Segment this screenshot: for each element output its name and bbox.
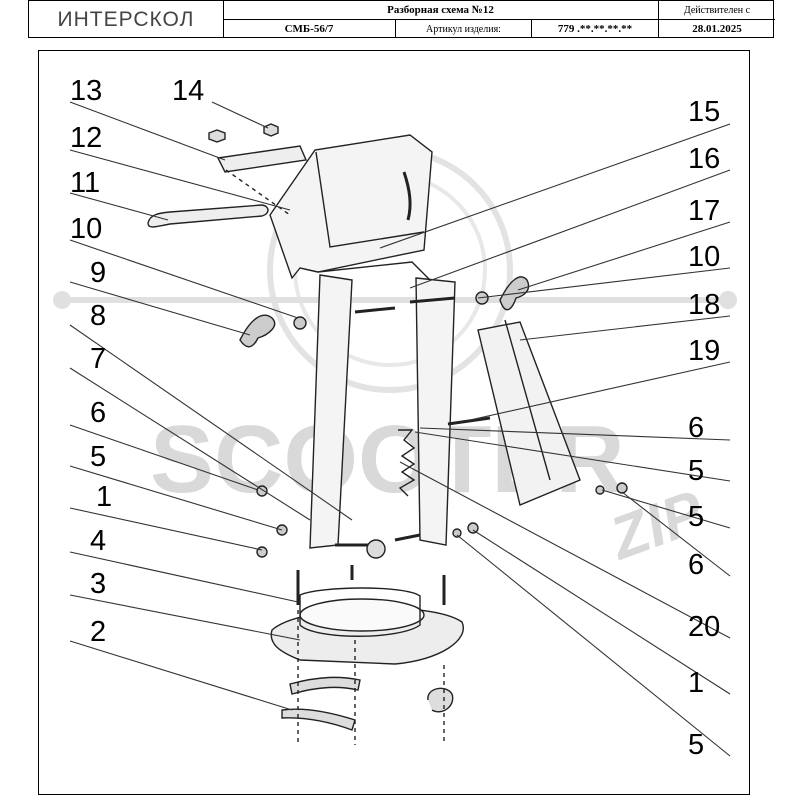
callout-9: 9 [90,257,106,289]
model-name: СМБ-56/7 [223,20,396,38]
callout-17: 17 [688,195,720,227]
pin-center [366,539,386,559]
brand-name: ИНТЕРСКОЛ [57,7,195,31]
callout-18: 18 [688,289,720,321]
callout-15: 15 [688,96,720,128]
callout-14: 14 [172,75,204,107]
callout-20: 20 [688,611,720,643]
bolt-lower-right [394,533,421,542]
bolt-mid-left [354,306,396,314]
callout-6-right-a: 6 [688,412,704,444]
callout-12: 12 [70,122,102,154]
diagram-frame [38,50,750,795]
knob-9 [239,314,276,348]
callout-6-left: 6 [90,397,106,429]
callout-1-right: 1 [688,667,704,699]
bolt-mid-right [409,296,456,304]
callout-2: 2 [90,616,106,648]
right-plate [415,277,456,546]
nut-14b [263,123,279,137]
callout-5-right-a: 5 [688,455,704,487]
valid-from-date: 28.01.2025 [692,23,742,35]
nut-1-left [256,546,268,558]
callout-16: 16 [688,143,720,175]
callout-5-right-b: 5 [688,501,704,533]
callout-6-right-b: 6 [688,549,704,581]
nut-6-far [616,482,628,494]
bracket-13 [216,145,308,173]
callout-5-right-c: 5 [688,729,704,761]
slot-plate-11 [147,204,269,228]
washer-10-left [293,316,307,330]
callout-5-left: 5 [90,441,106,473]
valid-from-label: Действителен с [659,1,775,20]
callout-11: 11 [70,167,100,199]
callout-3: 3 [90,568,106,600]
bushing [427,687,454,713]
nut-1-right [467,522,479,534]
title-block: ИНТЕРСКОЛ Разборная схема №12 Действител… [28,0,775,38]
spring-20 [398,429,416,497]
document-title: Разборная схема №12 [223,1,659,20]
callout-labels: 13 14 12 11 10 9 8 7 6 5 1 4 3 2 15 16 1… [70,75,720,761]
callout-7: 7 [90,343,106,375]
callout-13: 13 [70,75,102,107]
arc-plate-2b [281,708,356,731]
bolt-19 [447,416,491,426]
chute-12 [269,134,433,280]
nut-14a [208,129,226,143]
drawing-sheet: ИНТЕРСКОЛ Разборная схема №12 Действител… [28,0,775,800]
article-value: 779 .**.**.**.** [532,20,659,38]
article-label: Артикул изделия: [396,20,532,38]
callout-10-left: 10 [70,213,102,245]
arc-plate-2a [289,676,361,695]
washer-5-far [595,485,605,495]
callout-8: 8 [90,300,106,332]
callout-19: 19 [688,335,720,367]
callout-1-left: 1 [96,481,112,513]
callout-4: 4 [90,525,106,557]
leader-lines [69,101,731,757]
callout-10-right: 10 [688,241,720,273]
washer-5-right [452,528,462,538]
